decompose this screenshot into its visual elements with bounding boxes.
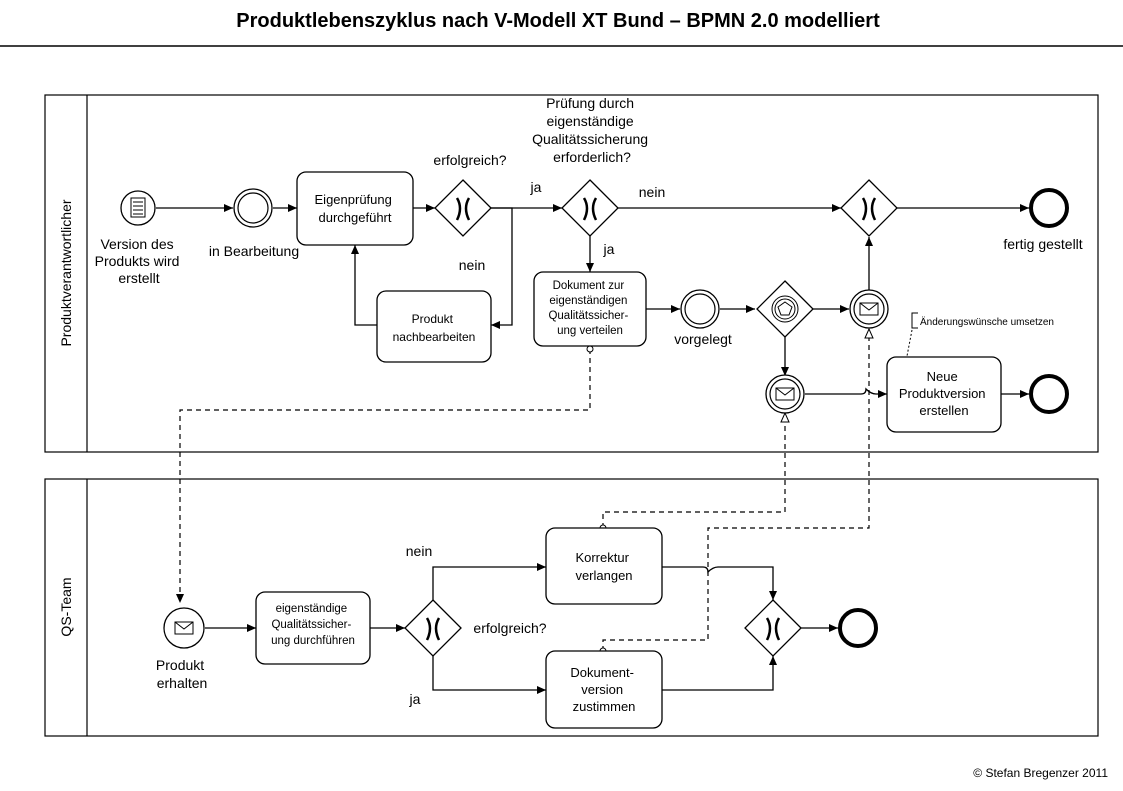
- task-eigenpruefung: Eigenprüfung durchgeführt: [296, 171, 414, 246]
- end-event-fertig: [1029, 188, 1069, 228]
- task-dokumentversion-zustimmen: Dokument- version zustimmen: [545, 650, 663, 729]
- end-event-qs: [838, 608, 878, 648]
- flow-label-nein-3: nein: [406, 543, 432, 559]
- intermediate-event-vorgelegt: [680, 289, 720, 329]
- gateway-erfolgreich-top: [434, 179, 492, 237]
- text-annotation: Änderungswünsche umsetzen: [906, 312, 1054, 357]
- erfolgreich-top-label: erfolgreich?: [433, 152, 506, 168]
- gateway-erfolgreich-bottom: [404, 599, 462, 657]
- svg-text:Produkt nachbearbeiten: Produkt nachbearbeiten: [393, 312, 476, 344]
- start-event-label: Version des Produkts wird erstellt: [95, 236, 184, 286]
- gateway-event-based: [756, 280, 814, 338]
- page-title: Produktlebenszyklus nach V-Modell XT Bun…: [236, 10, 880, 32]
- task-qs-durchfuehren: eigenständige Qualitätssicher- ung durch…: [255, 591, 371, 665]
- svg-text:Dokument zur eigenständi: Dokument zur eigenständigen Qualitätssic…: [548, 280, 631, 337]
- pruefung-question-label: Prüfung durch eigenständige Qualitätssic…: [532, 95, 652, 165]
- gateway-merge-bottom: [744, 599, 802, 657]
- end-event-neue-version: [1029, 374, 1069, 414]
- flow-label-ja-3: ja: [409, 691, 421, 707]
- task-nachbearbeiten: Produkt nachbearbeiten: [376, 290, 492, 363]
- in-bearbeitung-label: in Bearbeitung: [209, 243, 299, 259]
- produkt-erhalten-label: Produkt erhalten: [156, 657, 208, 691]
- start-event-conditional: [120, 190, 156, 226]
- flow-label-nein-1: nein: [639, 184, 665, 200]
- sequence-flows-top: [156, 204, 1029, 398]
- gateway-merge-top: [840, 179, 898, 237]
- gateway-pruefung: [561, 179, 619, 237]
- flow-label-nein-2: nein: [459, 257, 485, 273]
- svg-text:Korrektur verlangen: Korrektur verlangen: [575, 550, 632, 583]
- svg-text:Neue Produktversion: Neue Produktversion erstellen: [899, 369, 989, 418]
- message-catch-event-lower: [765, 374, 805, 414]
- vorgelegt-label: vorgelegt: [674, 331, 732, 347]
- pool-qs-team: QS-Team: [44, 478, 1099, 737]
- flow-label-ja-1: ja: [530, 179, 542, 195]
- pool-label-bottom: QS-Team: [58, 577, 74, 636]
- pool-label-top: Produktverantwortlicher: [58, 199, 74, 346]
- svg-text:Änderungswünsche umsetzen: Änderungswünsche umsetzen: [920, 316, 1054, 328]
- flow-label-ja-2: ja: [603, 241, 615, 257]
- task-neue-produktversion: Neue Produktversion erstellen: [886, 356, 1002, 433]
- start-event-message: [163, 607, 205, 649]
- copyright: © Stefan Bregenzer 2011: [973, 766, 1108, 780]
- svg-text:Dokument- version: Dokument- version zustimmen: [570, 665, 637, 714]
- task-dokument-verteilen: Dokument zur eigenständigen Qualitätssic…: [533, 271, 647, 347]
- svg-text:Eigenprüfung durchgeführ: Eigenprüfung durchgeführt: [315, 192, 396, 225]
- svg-text:eigenständige Qualitätss: eigenständige Qualitätssicher- ung durch…: [271, 603, 355, 647]
- message-catch-event-upper: [849, 289, 889, 329]
- fertig-label: fertig gestellt: [1003, 236, 1082, 252]
- task-korrektur-verlangen: Korrektur verlangen: [545, 527, 663, 605]
- pool-produktverantwortlicher: Produktverantwortlicher: [44, 94, 1099, 453]
- erfolgreich-bottom-label: erfolgreich?: [473, 620, 546, 636]
- intermediate-event-in-bearbeitung: [233, 188, 273, 228]
